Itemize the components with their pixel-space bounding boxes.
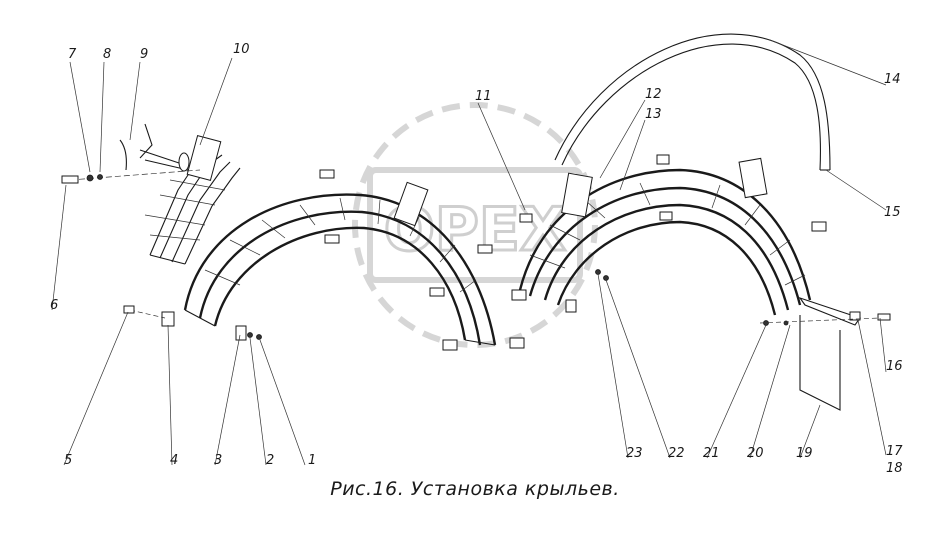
part-label-7: 7 — [68, 47, 77, 62]
part-label-17: 17 — [886, 444, 903, 459]
part-label-1: 1 — [308, 453, 316, 468]
part-label-23: 23 — [626, 446, 643, 461]
part-label-4: 4 — [170, 453, 178, 468]
part-label-8: 8 — [103, 47, 111, 62]
part-label-2: 2 — [266, 453, 274, 468]
right-fender-group — [511, 33, 891, 411]
part-label-14: 14 — [884, 72, 901, 87]
left-fender — [123, 169, 525, 351]
part-label-13: 13 — [645, 107, 662, 122]
part-label-19: 19 — [796, 446, 813, 461]
part-label-20: 20 — [747, 446, 764, 461]
part-label-18: 18 — [886, 461, 903, 476]
part-label-10: 10 — [233, 42, 250, 57]
part-label-12: 12 — [645, 87, 662, 102]
part-label-11: 11 — [475, 89, 492, 104]
part-label-22: 22 — [668, 446, 685, 461]
part-label-5: 5 — [64, 453, 72, 468]
part-labels: 1 2 3 4 5 6 7 8 9 10 11 12 13 14 15 16 1… — [50, 42, 903, 476]
part-label-16: 16 — [886, 359, 903, 374]
part-label-21: 21 — [703, 446, 720, 461]
leader-lines — [51, 40, 898, 465]
part-label-3: 3 — [214, 453, 222, 468]
left-bracket-assembly — [61, 123, 241, 265]
part-label-15: 15 — [884, 205, 901, 220]
part-label-9: 9 — [140, 47, 148, 62]
part-label-6: 6 — [50, 298, 58, 313]
figure-caption: Рис.16. Установка крыльев. — [330, 478, 620, 500]
watermark-logo: OPEX — [352, 102, 598, 348]
